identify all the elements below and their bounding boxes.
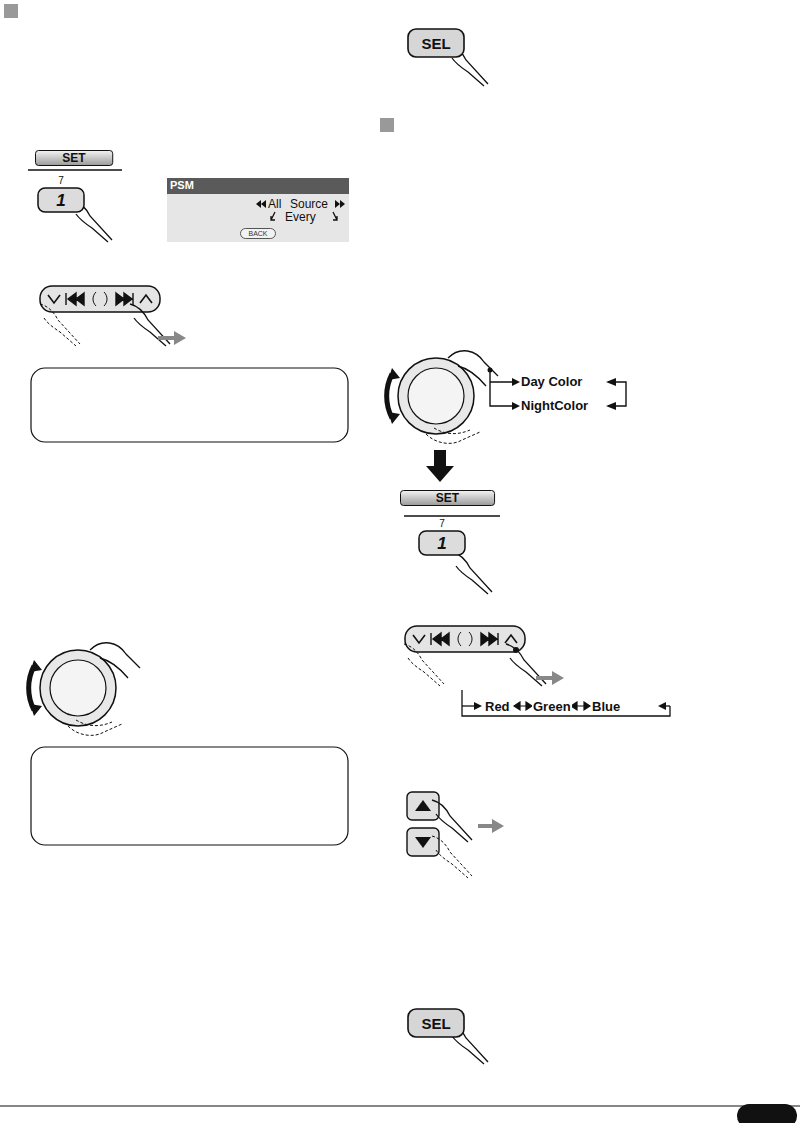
label-text: SET — [436, 492, 459, 504]
label-text: SEL — [421, 1016, 450, 1031]
set-label: SET — [400, 490, 495, 506]
sel-button: SEL — [407, 1008, 465, 1038]
color-option: Green — [532, 700, 572, 713]
label-text: SET — [62, 152, 85, 164]
label-text: All — [268, 198, 281, 210]
label-text: PSM — [170, 180, 194, 191]
mode-option: Day Color — [520, 375, 583, 388]
color-option: Blue — [591, 700, 621, 713]
label-text: Source — [290, 198, 328, 210]
sel-button: SEL — [407, 28, 465, 58]
label-text: BACK — [248, 230, 267, 237]
mode-option: NightColor — [520, 399, 589, 412]
label-text: 7 — [439, 519, 445, 529]
label-text: 7 — [58, 176, 64, 186]
label-text: SEL — [421, 36, 450, 51]
back-oval: BACK — [240, 228, 276, 239]
color-option: Red — [484, 700, 511, 713]
label-text: Every — [285, 211, 316, 223]
label-text: 1 — [56, 192, 65, 209]
set-label: SET — [35, 150, 113, 166]
preset-button: 71 — [419, 519, 465, 555]
display-panel: PSM All SourceEveryBACK — [167, 178, 349, 242]
preset-button: 71 — [38, 176, 84, 212]
label-text: 1 — [437, 535, 446, 552]
